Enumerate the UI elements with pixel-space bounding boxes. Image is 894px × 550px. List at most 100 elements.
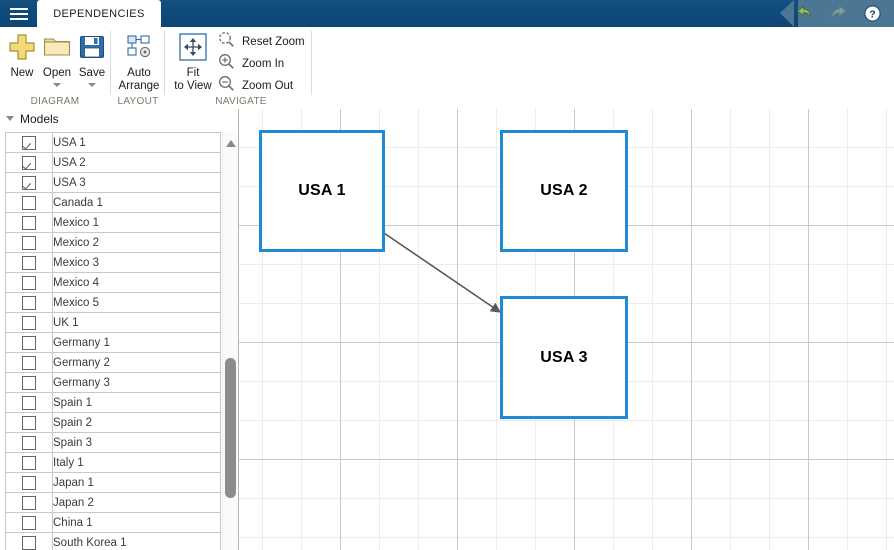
model-name-cell[interactable]: Spain 3 bbox=[52, 432, 221, 453]
graph-node-usa3[interactable]: USA 3 bbox=[500, 296, 628, 419]
model-list-row[interactable]: Germany 2 bbox=[5, 352, 221, 373]
model-checkbox-cell[interactable] bbox=[5, 472, 53, 493]
tab-dependencies[interactable]: DEPENDENCIES bbox=[37, 0, 161, 27]
model-checkbox[interactable] bbox=[22, 435, 36, 450]
model-checkbox-cell[interactable] bbox=[5, 332, 53, 353]
model-name-cell[interactable]: USA 1 bbox=[52, 132, 221, 153]
model-checkbox[interactable] bbox=[22, 375, 36, 390]
help-question-icon[interactable]: ? bbox=[862, 4, 882, 24]
model-list-row[interactable]: Mexico 2 bbox=[5, 232, 221, 253]
model-name-cell[interactable]: Spain 2 bbox=[52, 412, 221, 433]
model-checkbox[interactable] bbox=[22, 395, 36, 410]
graph-node-usa1[interactable]: USA 1 bbox=[259, 130, 385, 252]
graph-edge[interactable] bbox=[380, 230, 502, 313]
hamburger-menu-icon[interactable] bbox=[10, 5, 30, 22]
model-checkbox-cell[interactable] bbox=[5, 252, 53, 273]
save-dropdown-chevron-down-icon[interactable] bbox=[88, 83, 96, 87]
zoom-out-button[interactable]: Zoom Out bbox=[218, 75, 293, 96]
redo-arrow-icon[interactable] bbox=[828, 4, 848, 24]
graph-node-usa2[interactable]: USA 2 bbox=[500, 130, 628, 252]
zoom-in-button[interactable]: Zoom In bbox=[218, 53, 284, 74]
model-name-cell[interactable]: USA 3 bbox=[52, 172, 221, 193]
model-checkbox[interactable] bbox=[22, 275, 36, 290]
model-list-row[interactable]: China 1 bbox=[5, 512, 221, 533]
model-checkbox[interactable] bbox=[22, 295, 36, 310]
model-checkbox-cell[interactable] bbox=[5, 172, 53, 193]
model-list-row[interactable]: USA 3 bbox=[5, 172, 221, 193]
model-checkbox-cell[interactable] bbox=[5, 372, 53, 393]
open-dropdown-chevron-down-icon[interactable] bbox=[53, 83, 61, 87]
model-name-cell[interactable]: Mexico 3 bbox=[52, 252, 221, 273]
model-name-cell[interactable]: Mexico 4 bbox=[52, 272, 221, 293]
model-list-row[interactable]: Mexico 4 bbox=[5, 272, 221, 293]
model-list-row[interactable]: Germany 3 bbox=[5, 372, 221, 393]
model-list-row[interactable]: Canada 1 bbox=[5, 192, 221, 213]
model-list-row[interactable]: USA 2 bbox=[5, 152, 221, 173]
model-checkbox[interactable] bbox=[22, 155, 36, 170]
model-list-row[interactable]: South Korea 1 bbox=[5, 532, 221, 550]
model-checkbox[interactable] bbox=[22, 215, 36, 230]
model-list-row[interactable]: Mexico 5 bbox=[5, 292, 221, 313]
model-checkbox-cell[interactable] bbox=[5, 452, 53, 473]
models-list-scrollbar[interactable] bbox=[222, 132, 238, 550]
model-list-row[interactable]: USA 1 bbox=[5, 132, 221, 153]
triangle-down-icon[interactable] bbox=[6, 116, 14, 121]
model-list-row[interactable]: Japan 1 bbox=[5, 472, 221, 493]
model-checkbox-cell[interactable] bbox=[5, 492, 53, 513]
reset-zoom-button[interactable]: Reset Zoom bbox=[218, 31, 305, 52]
model-checkbox-cell[interactable] bbox=[5, 212, 53, 233]
dependency-graph-canvas[interactable]: USA 1 USA 2 USA 3 bbox=[239, 109, 894, 550]
model-checkbox[interactable] bbox=[22, 135, 36, 150]
model-checkbox-cell[interactable] bbox=[5, 152, 53, 173]
model-name-cell[interactable]: USA 2 bbox=[52, 152, 221, 173]
model-name-cell[interactable]: Mexico 2 bbox=[52, 232, 221, 253]
model-name-cell[interactable]: Mexico 5 bbox=[52, 292, 221, 313]
model-checkbox[interactable] bbox=[22, 475, 36, 490]
model-name-cell[interactable]: Germany 2 bbox=[52, 352, 221, 373]
model-name-cell[interactable]: China 1 bbox=[52, 512, 221, 533]
model-name-cell[interactable]: Germany 1 bbox=[52, 332, 221, 353]
scroll-up-arrow-icon[interactable] bbox=[226, 140, 236, 147]
model-name-cell[interactable]: Japan 1 bbox=[52, 472, 221, 493]
model-checkbox-cell[interactable] bbox=[5, 432, 53, 453]
model-checkbox[interactable] bbox=[22, 415, 36, 430]
model-checkbox[interactable] bbox=[22, 315, 36, 330]
model-list-row[interactable]: Germany 1 bbox=[5, 332, 221, 353]
model-checkbox-cell[interactable] bbox=[5, 532, 53, 550]
model-list-row[interactable]: Spain 3 bbox=[5, 432, 221, 453]
model-list-row[interactable]: Italy 1 bbox=[5, 452, 221, 473]
save-button[interactable]: Save bbox=[70, 32, 114, 87]
model-name-cell[interactable]: UK 1 bbox=[52, 312, 221, 333]
model-checkbox[interactable] bbox=[22, 355, 36, 370]
model-checkbox-cell[interactable] bbox=[5, 512, 53, 533]
scrollbar-thumb[interactable] bbox=[225, 358, 236, 498]
model-checkbox[interactable] bbox=[22, 335, 36, 350]
model-checkbox-cell[interactable] bbox=[5, 192, 53, 213]
model-list-row[interactable]: Spain 1 bbox=[5, 392, 221, 413]
undo-arrow-icon[interactable] bbox=[794, 4, 814, 24]
model-checkbox[interactable] bbox=[22, 455, 36, 470]
model-checkbox-cell[interactable] bbox=[5, 232, 53, 253]
fit-to-view-button[interactable]: Fit to View bbox=[168, 32, 218, 93]
model-name-cell[interactable]: Canada 1 bbox=[52, 192, 221, 213]
model-checkbox[interactable] bbox=[22, 175, 36, 190]
model-checkbox-cell[interactable] bbox=[5, 392, 53, 413]
model-checkbox-cell[interactable] bbox=[5, 132, 53, 153]
model-checkbox[interactable] bbox=[22, 255, 36, 270]
model-name-cell[interactable]: Mexico 1 bbox=[52, 212, 221, 233]
model-checkbox-cell[interactable] bbox=[5, 292, 53, 313]
model-checkbox-cell[interactable] bbox=[5, 312, 53, 333]
open-button[interactable]: Open bbox=[35, 32, 79, 87]
model-checkbox[interactable] bbox=[22, 195, 36, 210]
new-button[interactable]: New bbox=[0, 32, 44, 80]
model-name-cell[interactable]: Japan 2 bbox=[52, 492, 221, 513]
model-checkbox[interactable] bbox=[22, 235, 36, 250]
model-name-cell[interactable]: Italy 1 bbox=[52, 452, 221, 473]
model-list-row[interactable]: Spain 2 bbox=[5, 412, 221, 433]
model-list-row[interactable]: Mexico 3 bbox=[5, 252, 221, 273]
model-name-cell[interactable]: Germany 3 bbox=[52, 372, 221, 393]
model-checkbox-cell[interactable] bbox=[5, 412, 53, 433]
auto-arrange-button[interactable]: Auto Arrange bbox=[114, 32, 164, 93]
model-list-row[interactable]: UK 1 bbox=[5, 312, 221, 333]
